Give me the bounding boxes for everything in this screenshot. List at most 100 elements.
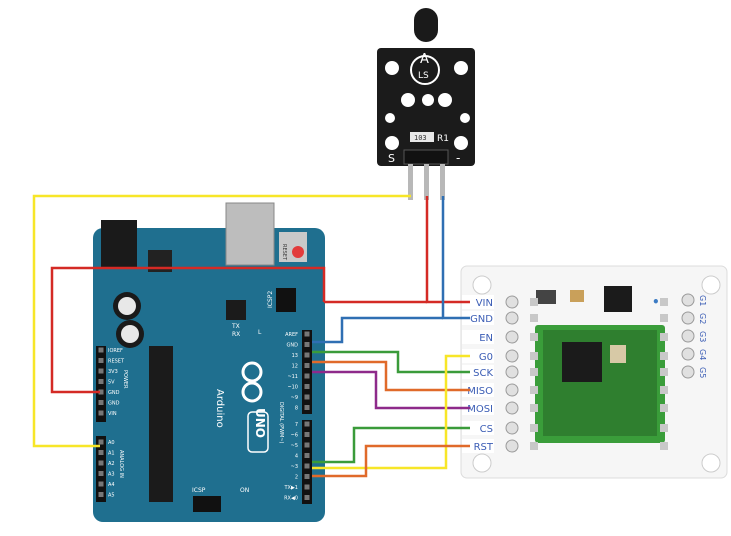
digital-bottom-pin-label: 4 [295, 454, 298, 460]
module-logo: • [652, 295, 660, 309]
rf-castellated-pad [660, 386, 668, 394]
digital-header-bottom [302, 420, 312, 504]
digital-bottom-pin-label: RX◀0 [284, 496, 298, 502]
icsp-label: ICSP [192, 487, 206, 494]
rf-chip [562, 342, 602, 382]
uno-badge [247, 411, 269, 453]
mount-hole [385, 136, 399, 150]
rf-castellated-pad [660, 404, 668, 412]
module-pin-label-bg [462, 311, 494, 325]
rf-castellated-pad [660, 368, 668, 376]
analog-pin-label: A1 [108, 451, 115, 457]
digital-top-pin [304, 384, 310, 389]
module-pin-label-bg [462, 439, 494, 453]
sensor-pin-header [403, 149, 449, 165]
digital-bottom-pin-label: TX▶1 [283, 485, 298, 491]
power-pin-label: RESET [108, 359, 125, 365]
atmega-chip [149, 346, 173, 502]
digital-bottom-pin-label: ~6 [291, 433, 298, 439]
crystal [610, 345, 626, 363]
power-section-label: POWER [122, 370, 128, 389]
digital-bottom-pin [304, 484, 310, 490]
light-sensor-module: 103 R1 A LS S - [377, 8, 475, 200]
rf-castellated-pad [530, 298, 538, 306]
mount-hole [701, 453, 721, 473]
reset-button [279, 232, 307, 262]
module-pin-label: GND [470, 314, 493, 325]
wire-cs [312, 426, 470, 464]
digital-top-pin-label: AREF [285, 332, 298, 338]
on-label: ON [240, 487, 249, 494]
reset-button-cap [292, 246, 304, 258]
digital-section-label: DIGITAL (PWM~) [278, 402, 284, 444]
module-pin-pad [505, 383, 519, 397]
mount-hole [401, 93, 415, 107]
analog-pin-label: A3 [108, 472, 115, 478]
digital-top-pin [304, 363, 310, 368]
power-pin-label: IOREF [108, 348, 123, 354]
digital-header-top-pins [304, 331, 310, 410]
mount-hole [701, 275, 721, 295]
digital-bottom-pin [304, 495, 310, 500]
module-pin-label: SCK [473, 368, 493, 379]
wire-gnd-arduino [312, 316, 443, 344]
module-right-pin-label: G4 [698, 349, 707, 360]
resistor-label: R1 [437, 134, 449, 144]
rf-castellated-pad [660, 352, 668, 360]
tx-label: TX [231, 323, 240, 330]
analog-pin [98, 439, 104, 445]
module-pin-label: EN [479, 333, 493, 344]
module-right-pin-label: G2 [698, 313, 707, 324]
digital-bottom-pin-label: 2 [295, 475, 298, 481]
module-pin-label: MISO [467, 386, 493, 397]
digital-bottom-pin [304, 463, 310, 469]
capacitor-top [121, 325, 139, 343]
photoresistor [414, 8, 438, 42]
digital-top-pin-label: ~11 [287, 374, 298, 380]
wire-sensor-signal-a0 [32, 194, 411, 448]
resistor-code: 103 [414, 134, 427, 142]
analog-pin [98, 492, 104, 497]
module-right-pin-label: G5 [698, 367, 707, 378]
power-pin-label: 3V3 [108, 369, 118, 375]
digital-bottom-pin [304, 453, 310, 458]
rf-castellated-pad [530, 386, 538, 394]
module-pin-label: CS [480, 424, 493, 435]
digital-top-pin-label: GND [287, 343, 299, 349]
arduino-brand-text: Arduino [214, 389, 225, 428]
power-pin-label: VIN [108, 411, 117, 417]
digital-bottom-pin [304, 474, 310, 479]
capacitor-top [118, 297, 136, 315]
module-pin-pad [505, 365, 519, 379]
regulator-chip [604, 286, 632, 312]
digital-header-bottom-pins [304, 421, 310, 500]
power-pin [98, 368, 104, 374]
analog-pin [98, 481, 104, 487]
digital-header-top [302, 330, 312, 414]
analog-pin [98, 460, 104, 466]
sensor-pin-signal [408, 164, 413, 200]
digital-bottom-pin-label: ~3 [291, 464, 298, 470]
mount-hole [472, 275, 492, 295]
wire-mosi [312, 370, 470, 410]
mount-hole [385, 61, 399, 75]
wire-miso [312, 360, 470, 392]
wire-g0 [312, 354, 470, 470]
voltage-regulator [148, 250, 172, 272]
uno-label: UNO [253, 408, 267, 438]
module-right-pin-pad [681, 311, 695, 325]
digital-top-pin-label: ~10 [287, 385, 298, 391]
digital-top-pin-label: 12 [292, 364, 298, 370]
analog-section-label: ANALOG IN [118, 450, 124, 478]
module-pin-label-bg [462, 330, 494, 344]
module-pin-label: MOSI [467, 404, 493, 415]
digital-top-pin [304, 331, 310, 337]
power-pin [98, 400, 104, 405]
mount-hole [422, 94, 434, 106]
power-pin [98, 410, 104, 416]
sensor-pin-gnd [440, 164, 445, 200]
sensor-pin-minus-label: - [456, 151, 460, 165]
wire-5v [50, 266, 326, 394]
digital-bottom-pin [304, 442, 310, 448]
